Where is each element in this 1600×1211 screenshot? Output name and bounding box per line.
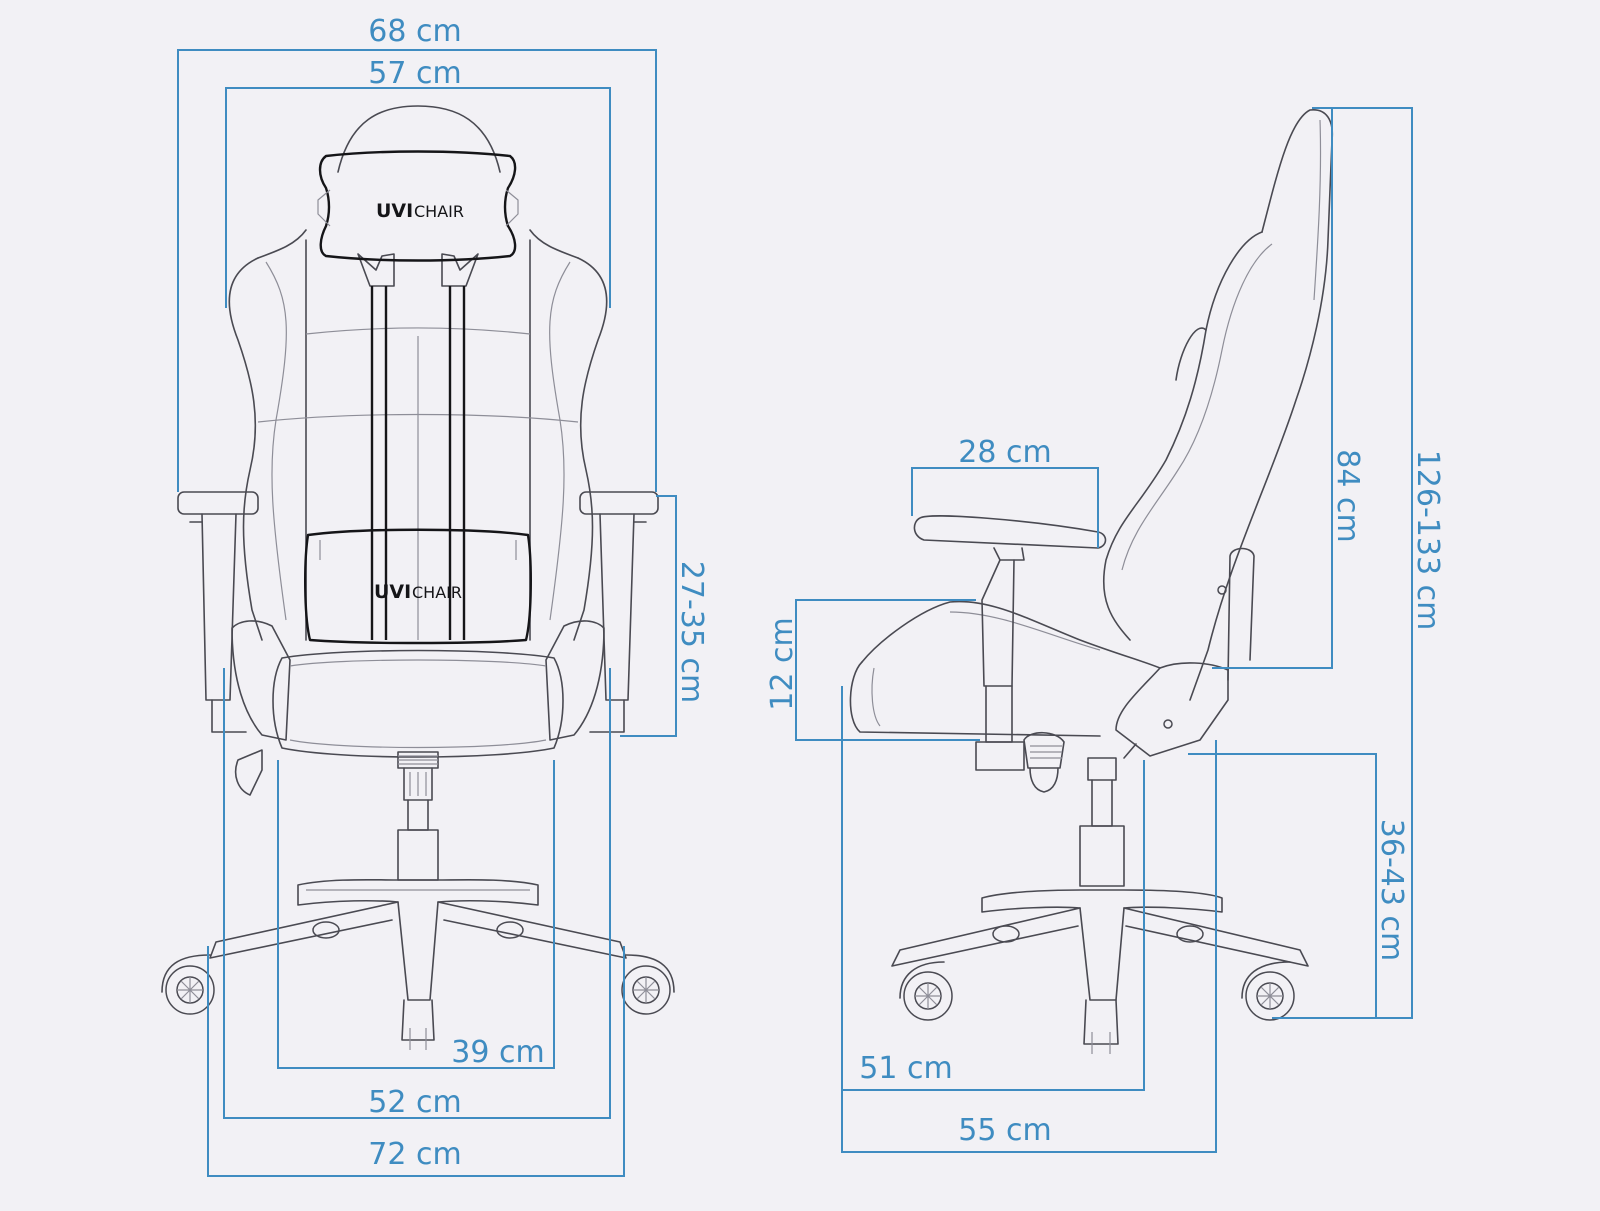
dim-line-seat-height	[1188, 753, 1377, 1018]
label-total-height: 126-133 cm	[1410, 450, 1445, 631]
label-armrest-height: 27-35 cm	[674, 561, 709, 703]
dim-line-armrest-height	[620, 495, 677, 737]
dim-line-seat-thickness	[795, 599, 980, 741]
label-seat-thickness: 12 cm	[765, 617, 800, 710]
side-view-chair	[849, 109, 1334, 1054]
label-overall-depth: 55 cm	[958, 1113, 1051, 1148]
label-backrest-width: 57 cm	[368, 56, 461, 91]
label-seat-outer-width: 52 cm	[368, 1085, 461, 1120]
lumbar-logo-word: CHAIR	[412, 583, 462, 602]
front-dimension-lines	[177, 49, 677, 1177]
dim-line-overall-depth	[841, 740, 1217, 1153]
label-backrest-height: 84 cm	[1330, 449, 1365, 542]
dim-line-total-height	[1272, 107, 1413, 1019]
dim-line-seat-depth	[841, 686, 1145, 1091]
headrest-logo-mark: UVI	[376, 200, 413, 222]
label-seat-width: 39 cm	[451, 1035, 544, 1070]
label-armrest-length: 28 cm	[958, 435, 1051, 470]
label-seat-depth: 51 cm	[859, 1051, 952, 1086]
headrest-logo-word: CHAIR	[414, 202, 464, 221]
label-overall-width: 68 cm	[368, 14, 461, 49]
dim-line-base-width	[207, 946, 625, 1177]
side-dimension-lines	[795, 107, 1413, 1153]
front-view-chair: UVI CHAIR UVI CHAIR	[161, 105, 675, 1050]
dim-line-overall-width	[177, 49, 657, 492]
label-seat-height: 36-43 cm	[1374, 819, 1409, 961]
lumbar-logo-mark: UVI	[374, 581, 411, 603]
dim-line-backrest-width	[225, 87, 611, 308]
dim-line-seat-outer-width	[223, 668, 611, 1119]
dim-line-armrest-length	[911, 467, 1099, 548]
dim-line-seat-width	[277, 760, 555, 1069]
label-base-width: 72 cm	[368, 1137, 461, 1172]
